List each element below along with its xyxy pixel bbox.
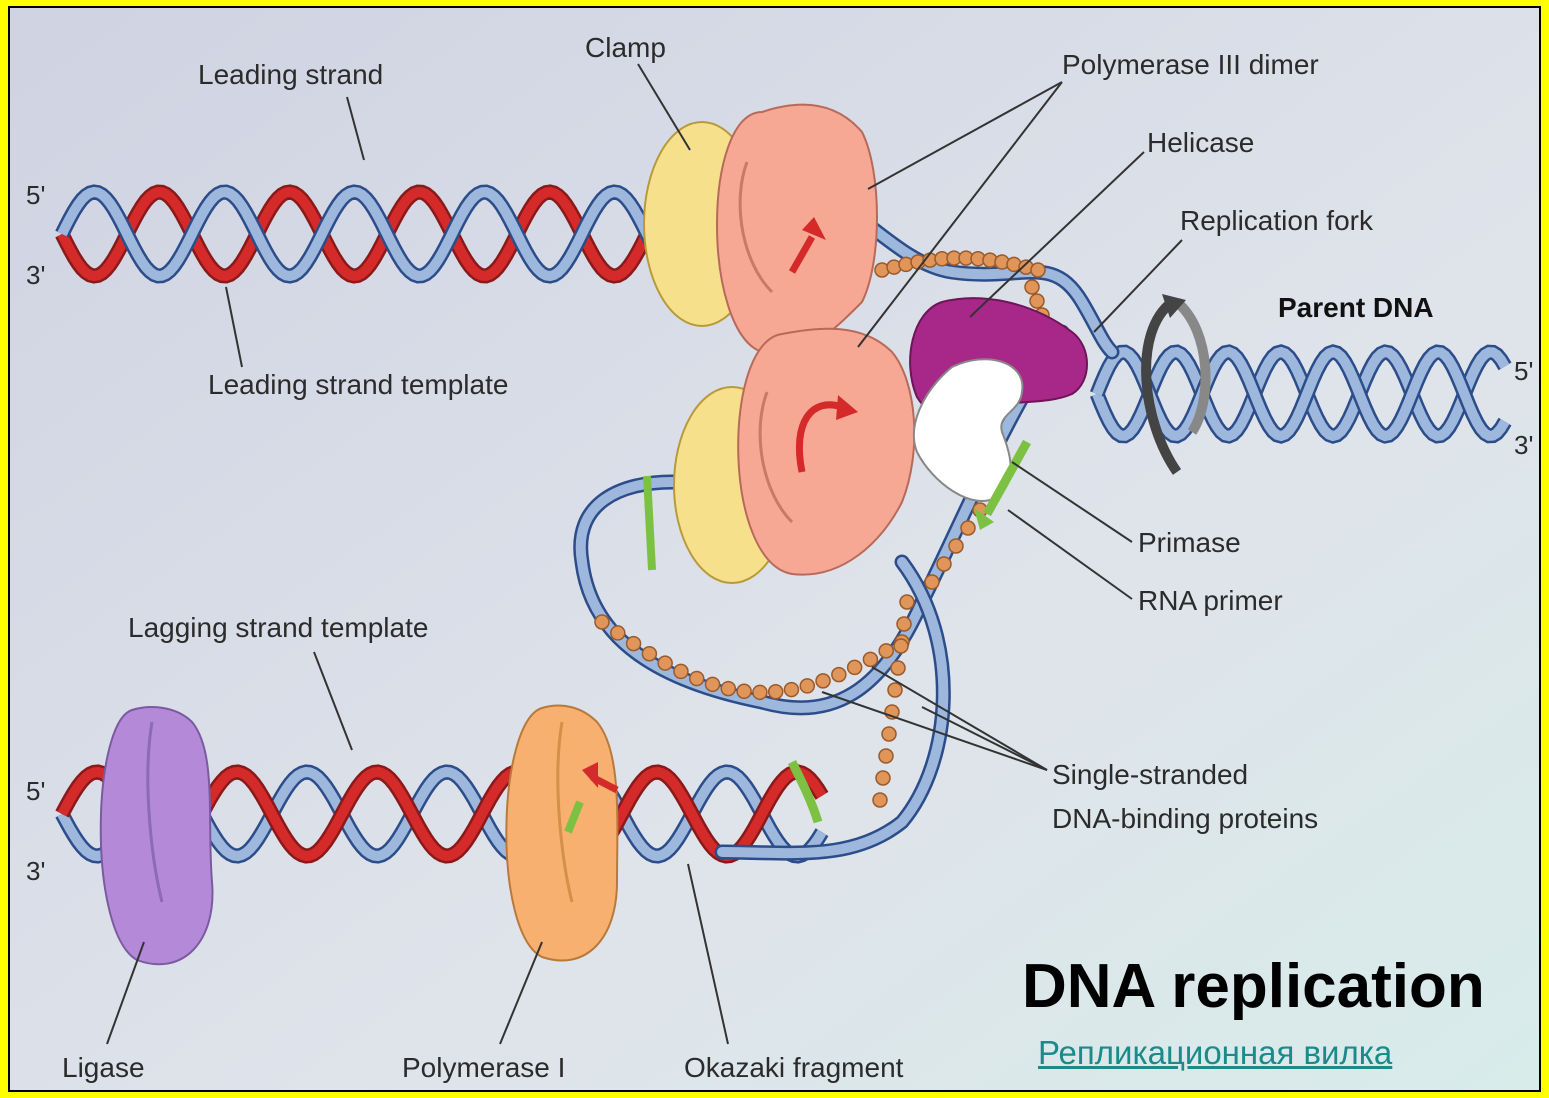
label-replication-fork: Replication fork — [1180, 205, 1374, 236]
ssb-bead — [721, 682, 735, 696]
label-ssb-line2: DNA-binding proteins — [1052, 803, 1318, 834]
ssb-bead — [882, 727, 896, 741]
ssb-bead — [1025, 280, 1039, 294]
ssb-bead — [888, 683, 902, 697]
ssb-bead — [816, 674, 830, 688]
diagram-title: DNA replication — [1022, 952, 1485, 1021]
ssb-bead — [611, 626, 625, 640]
ssb-bead — [627, 637, 641, 651]
rna-primer-loop — [647, 476, 652, 570]
end-bottom-3: 3' — [26, 856, 45, 886]
dna-replication-diagram: Leading strand Clamp Polymerase III dime… — [10, 8, 1541, 1092]
label-polymerase-i: Polymerase I — [402, 1052, 565, 1083]
label-polymerase-iii-dimer: Polymerase III dimer — [1062, 49, 1319, 80]
label-ligase: Ligase — [62, 1052, 145, 1083]
ssb-bead — [642, 647, 656, 661]
ssb-bead — [900, 595, 914, 609]
label-clamp: Clamp — [585, 32, 666, 63]
ssb-bead — [863, 652, 877, 666]
label-parent-dna: Parent DNA — [1278, 292, 1434, 323]
replication-fork-link[interactable]: Репликационная вилка — [1038, 1034, 1392, 1072]
end-right-5: 5' — [1514, 356, 1533, 386]
ssb-bead — [925, 575, 939, 589]
label-rna-primer: RNA primer — [1138, 585, 1283, 616]
ssb-bead — [848, 660, 862, 674]
ssb-bead — [894, 639, 908, 653]
ssb-bead — [1030, 294, 1044, 308]
ssb-bead — [876, 771, 890, 785]
ssb-bead — [753, 685, 767, 699]
label-okazaki-fragment: Okazaki fragment — [684, 1052, 904, 1083]
ssb-bead — [891, 661, 905, 675]
ligase — [101, 707, 213, 964]
ssb-bead — [832, 668, 846, 682]
ssb-bead — [879, 644, 893, 658]
ssb-bead — [674, 664, 688, 678]
ssb-bead — [784, 683, 798, 697]
ssb-bead — [873, 793, 887, 807]
label-helicase: Helicase — [1147, 127, 1254, 158]
label-lagging-strand-template: Lagging strand template — [128, 612, 428, 643]
ssb-bead — [737, 684, 751, 698]
end-top-5: 5' — [26, 180, 45, 210]
ssb-bead — [706, 677, 720, 691]
ssb-bead — [769, 685, 783, 699]
label-leading-strand-template: Leading strand template — [208, 369, 508, 400]
diagram-frame: Leading strand Clamp Polymerase III dime… — [8, 6, 1541, 1092]
ssb-bead — [949, 539, 963, 553]
ssb-bead — [690, 672, 704, 686]
ssb-bead — [1031, 263, 1045, 277]
ssb-bead — [879, 749, 893, 763]
end-top-3: 3' — [26, 260, 45, 290]
label-primase: Primase — [1138, 527, 1241, 558]
end-bottom-5: 5' — [26, 776, 45, 806]
ssb-bead — [897, 617, 911, 631]
ssb-bead — [658, 656, 672, 670]
ssb-bead — [595, 615, 609, 629]
label-leading-strand: Leading strand — [198, 59, 383, 90]
ssb-bead — [937, 557, 951, 571]
label-ssb-line1: Single-stranded — [1052, 759, 1248, 790]
ssb-bead — [961, 521, 975, 535]
ssb-bead — [800, 679, 814, 693]
end-right-3: 3' — [1514, 430, 1533, 460]
